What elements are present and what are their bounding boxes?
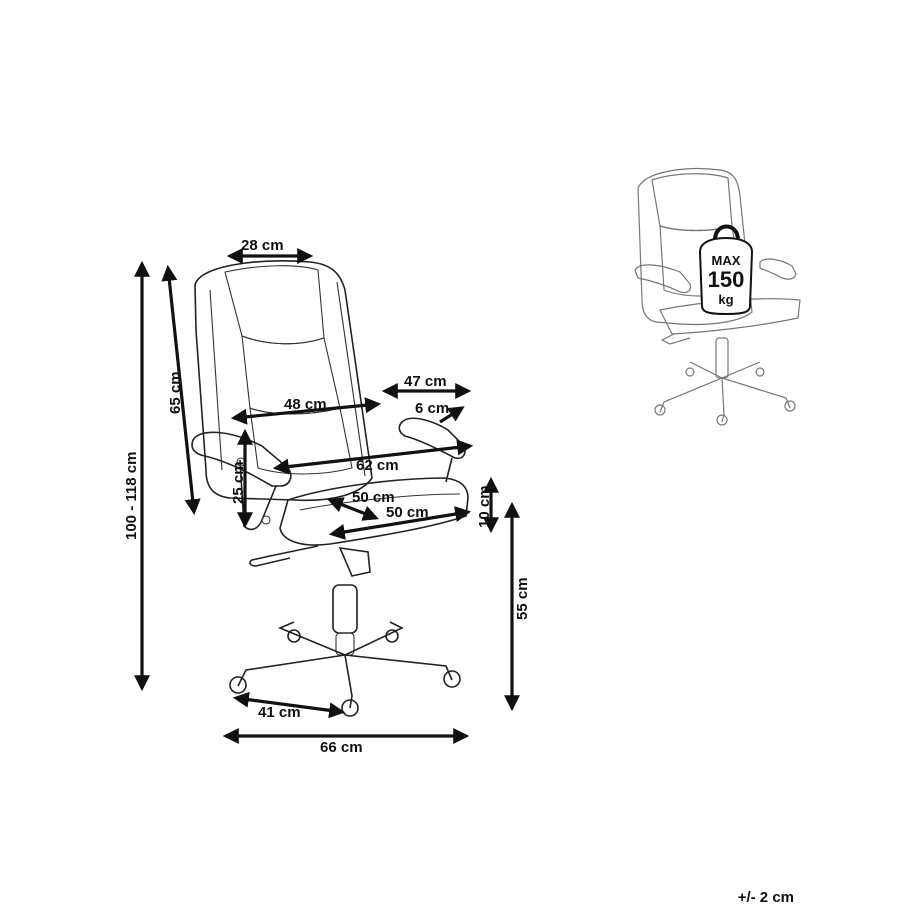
label-armrest-span: 62 cm <box>356 457 399 474</box>
label-armrest-length: 47 cm <box>404 373 447 390</box>
weight-capacity-chair: MAX 150 kg <box>634 168 801 426</box>
badge-max-text: MAX <box>712 253 741 268</box>
label-base-width: 66 cm <box>320 739 363 756</box>
label-seat-depth: 50 cm <box>386 504 429 521</box>
dimension-labels: 28 cm 65 cm 100 - 118 cm 48 cm 47 cm 6 c… <box>123 237 531 756</box>
dimension-arrows <box>134 248 520 744</box>
label-total-height: 100 - 118 cm <box>123 452 140 540</box>
label-backrest-width: 48 cm <box>284 396 327 413</box>
label-armrest-width: 6 cm <box>415 400 449 417</box>
arrow-base-leg <box>232 691 346 719</box>
label-armrest-height: 25 cm <box>230 461 247 504</box>
badge-weight-value: 150 <box>708 267 745 292</box>
arrow-backrest-height <box>161 264 201 516</box>
max-weight-badge: MAX 150 kg <box>698 224 754 316</box>
label-seat-thickness: 10 cm <box>476 485 493 528</box>
arrow-seat-depth <box>328 506 472 540</box>
label-seat-width: 50 cm <box>352 489 395 506</box>
badge-unit-text: kg <box>718 292 733 307</box>
label-seat-height: 55 cm <box>514 577 531 620</box>
arrow-backrest-width <box>230 397 382 425</box>
arrow-armrest-span <box>272 439 474 475</box>
tolerance-note: +/- 2 cm <box>737 889 794 906</box>
label-backrest-height: 65 cm <box>167 371 184 414</box>
label-headrest-width: 28 cm <box>241 237 284 254</box>
arrow-armrest-width <box>439 406 465 424</box>
label-base-leg: 41 cm <box>258 704 301 721</box>
